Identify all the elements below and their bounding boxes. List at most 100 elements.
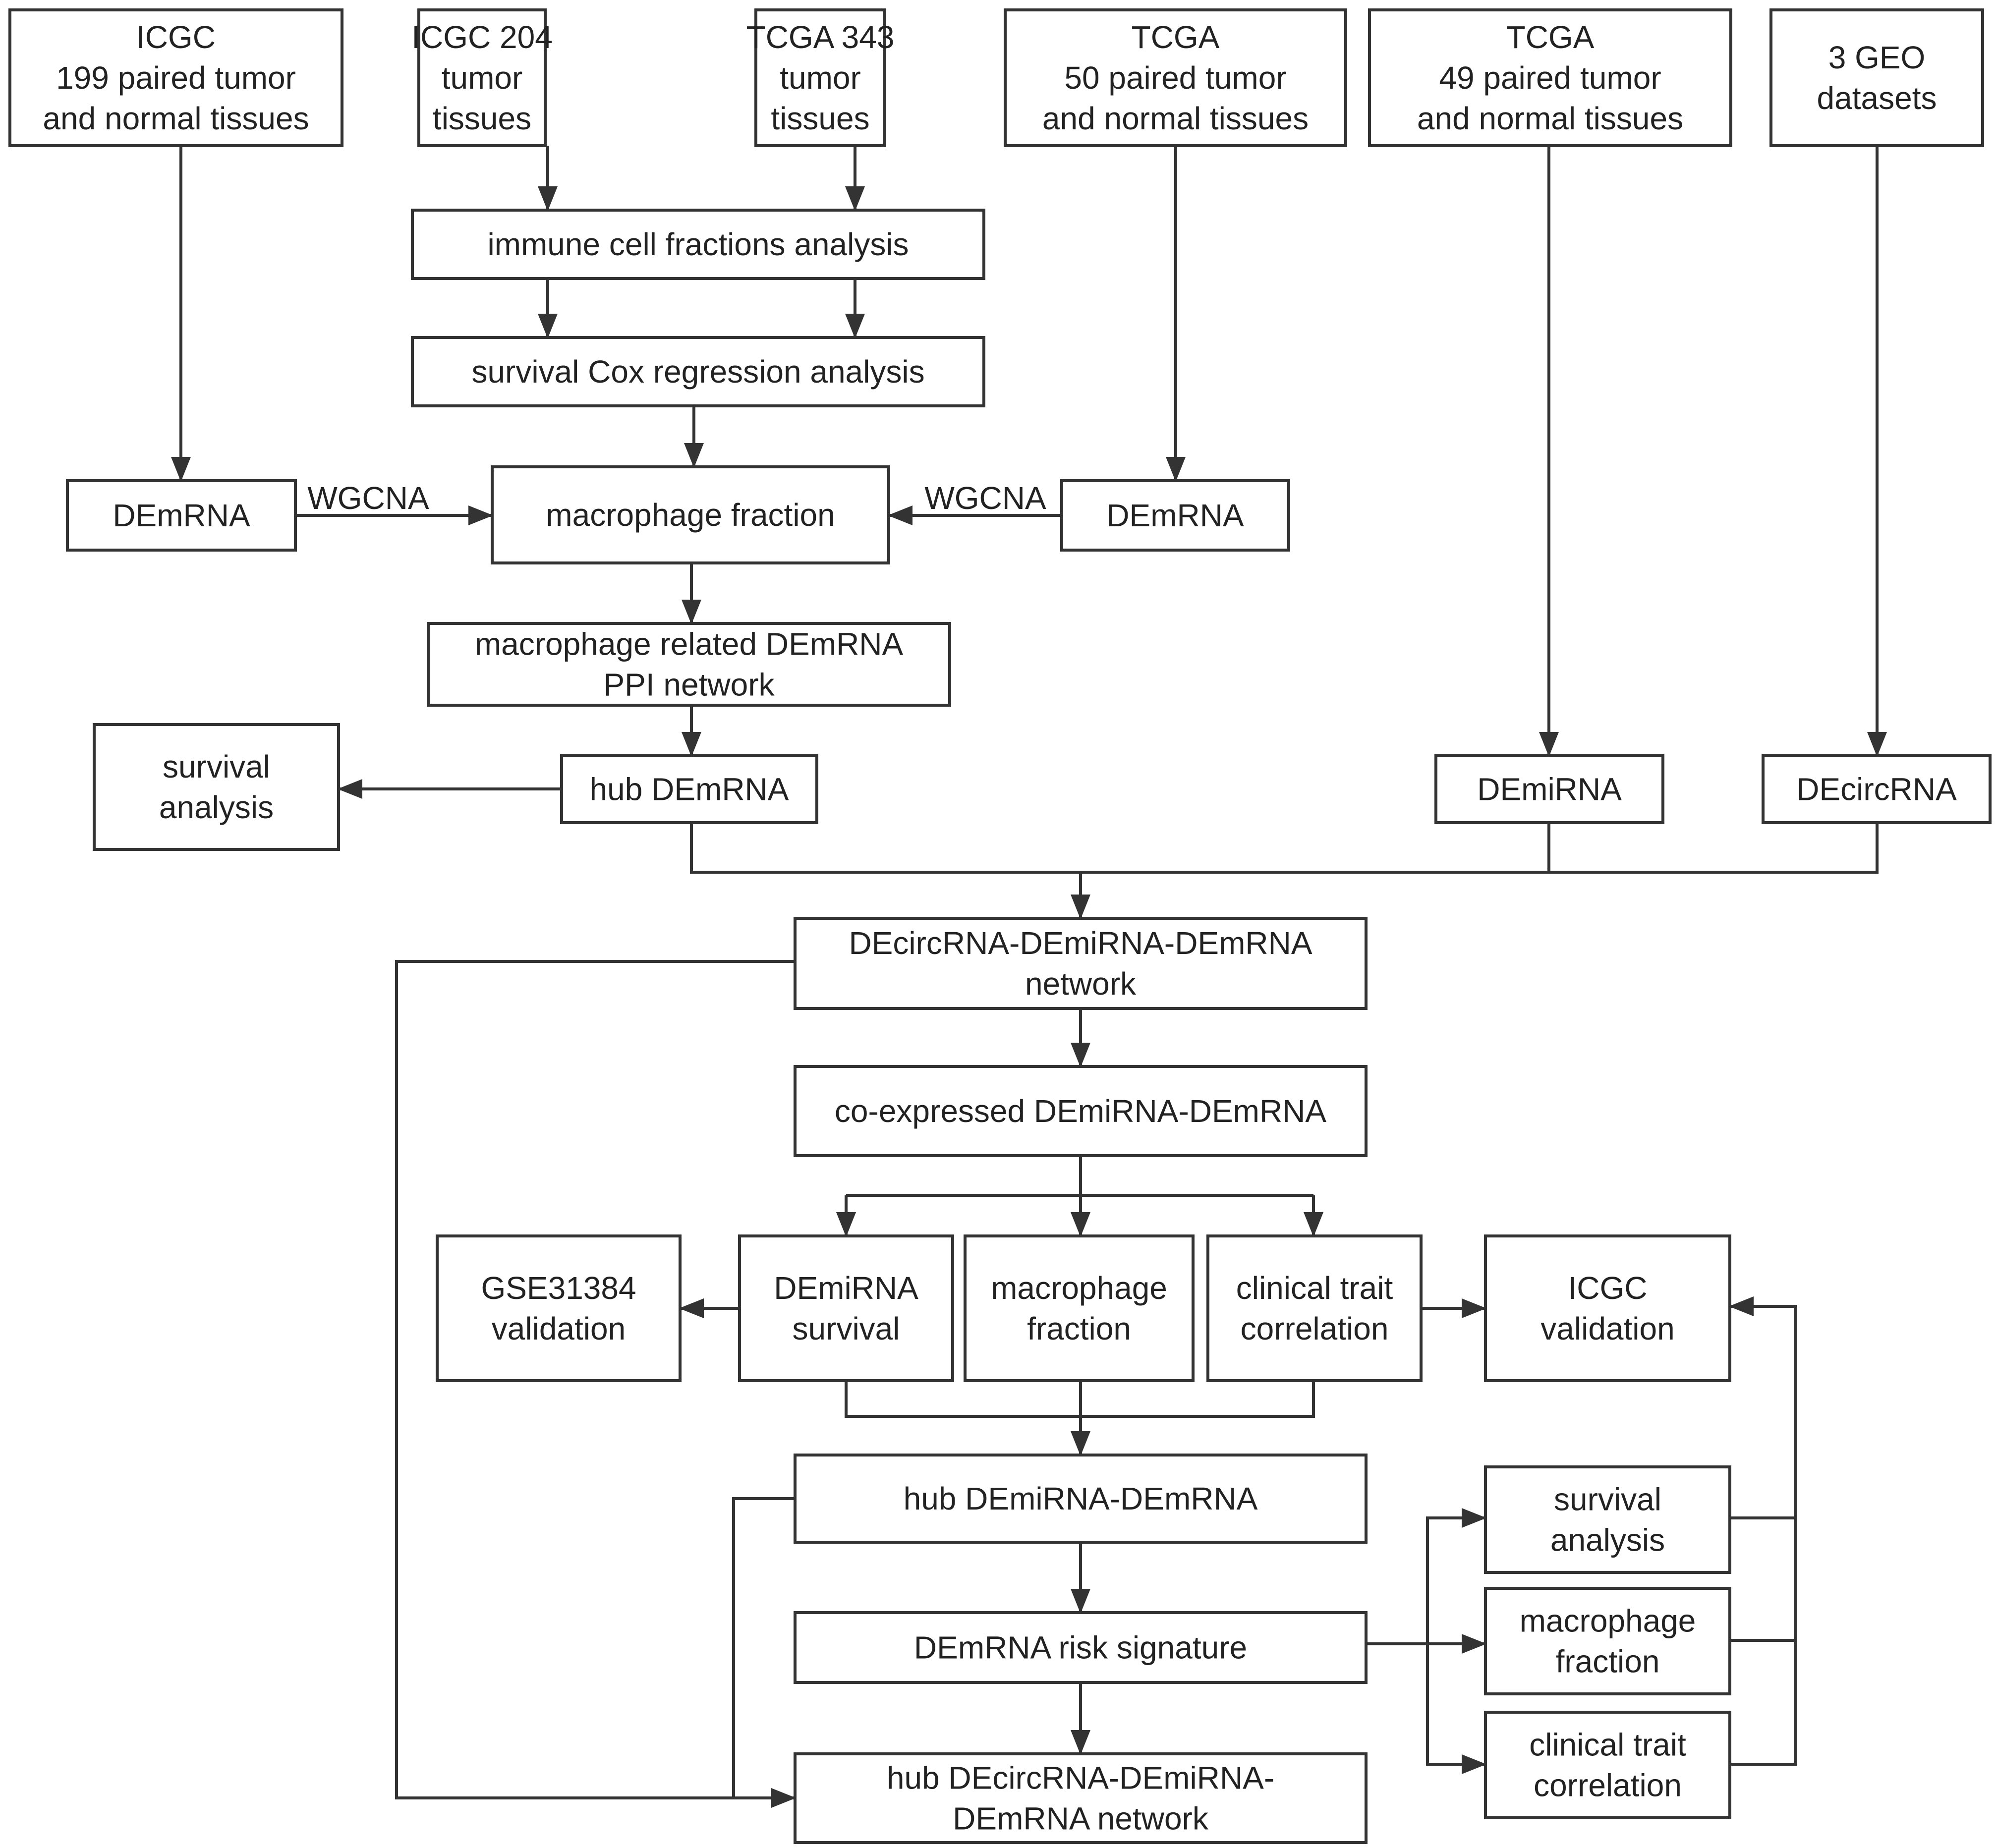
demrna-left-box: DEmRNA — [66, 479, 297, 552]
macrophage-fraction-box-text-line: macrophage fraction — [546, 497, 835, 533]
cox-regression-box-text-line: survival Cox regression analysis — [471, 354, 924, 390]
tcga343-box: TCGA 343 tumor tissues — [746, 8, 895, 147]
tcga49-box-text-line: 49 paired tumor — [1439, 60, 1661, 96]
decircrna-box-text-line: DEcircRNA — [1796, 772, 1957, 807]
survival-analysis-right-box-text-line: analysis — [1550, 1522, 1665, 1558]
tcga50-box-text-line: and normal tissues — [1042, 101, 1309, 136]
macrophage-fraction-mid-box-text-line: macrophage — [991, 1270, 1167, 1306]
clinical-correlation-mid-box: clinical trait correlation — [1206, 1234, 1423, 1382]
wgcna-label-right: WGCNA — [924, 480, 1046, 516]
tcga343-box-frame — [754, 8, 886, 147]
icgc204-box-text-line: tumor — [442, 60, 523, 96]
survival-analysis-right-box-text-line: survival — [1554, 1482, 1661, 1517]
ppi-network-box-text-line: PPI network — [603, 667, 775, 703]
wire-merge-bus — [690, 823, 1879, 874]
icgc199-box-frame — [8, 8, 343, 147]
macrophage-fraction-right-box-frame — [1484, 1587, 1731, 1695]
icgc204-box: ICGC 204 tumor tissues — [411, 8, 553, 147]
cox-regression-box: survival Cox regression analysis — [411, 336, 985, 407]
clinical-correlation-right-box-text-line: clinical trait — [1529, 1727, 1686, 1763]
wire-hub-mi-m-to-hub-network — [732, 1497, 795, 1798]
macrophage-fraction-mid-box: macrophage fraction — [964, 1234, 1195, 1382]
decircrna-box: DEcircRNA — [1762, 754, 1992, 824]
macrophage-fraction-right-box-text-line: macrophage — [1520, 1603, 1696, 1639]
hub-demirna-demrna-box-frame — [794, 1454, 1368, 1544]
cem-network-box: DEcircRNA-DEmiRNA-DEmRNA network — [794, 917, 1368, 1010]
cem-network-box-frame — [794, 917, 1368, 1010]
demirna-survival-box-text-line: survival — [793, 1311, 900, 1346]
geo3-box-frame — [1769, 8, 1984, 147]
icgc199-box: ICGC 199 paired tumor and normal tissues — [8, 8, 343, 147]
risk-signature-box: DEmRNA risk signature — [794, 1611, 1368, 1684]
icgc199-box-text-line: 199 paired tumor — [56, 60, 296, 96]
hub-demrna-box-frame — [560, 754, 818, 824]
cox-regression-box-frame — [411, 336, 985, 407]
survival-analysis-right-box-frame — [1484, 1465, 1731, 1574]
macrophage-fraction-mid-box-frame — [964, 1234, 1195, 1382]
tcga343-box-text-line: tissues — [771, 101, 869, 136]
wire-right-bus-to-icgc — [1729, 1296, 1797, 1766]
icgc204-box-frame — [417, 8, 547, 147]
clinical-correlation-mid-box-text-line: clinical trait — [1236, 1270, 1393, 1306]
geo3-box-text-line: datasets — [1817, 80, 1937, 116]
survival-analysis-right-box: survival analysis — [1484, 1465, 1731, 1574]
hub-demrna-box-text-line: hub DEmRNA — [590, 772, 789, 807]
gse31384-validation-box-text-line: validation — [492, 1311, 626, 1346]
coexpressed-box: co-expressed DEmiRNA-DEmRNA — [794, 1065, 1368, 1157]
survival-analysis-left-box-frame — [93, 723, 340, 851]
demrna-right-box: DEmRNA — [1060, 479, 1290, 552]
geo3-box-text-line: 3 GEO — [1828, 40, 1926, 75]
tcga343-box-text-line: tumor — [780, 60, 861, 96]
decircrna-box-frame — [1762, 754, 1992, 824]
tcga50-box: TCGA 50 paired tumor and normal tissues — [1004, 8, 1347, 147]
demirna-box: DEmiRNA — [1434, 754, 1664, 824]
demirna-survival-box: DEmiRNA survival — [738, 1234, 954, 1382]
tcga50-box-text-line: 50 paired tumor — [1064, 60, 1286, 96]
icgc199-box-text-line: ICGC — [136, 19, 216, 55]
tcga50-box-frame — [1004, 8, 1347, 147]
tcga49-box-text-line: TCGA — [1506, 19, 1595, 55]
wire-risk-to-clinical — [1426, 1644, 1486, 1774]
cem-network-box-text-line: network — [1025, 966, 1137, 1002]
clinical-correlation-right-box-frame — [1484, 1711, 1731, 1819]
hub-demrna-box: hub DEmRNA — [560, 754, 818, 824]
demrna-left-box-frame — [66, 479, 297, 552]
macrophage-fraction-box: macrophage fraction — [491, 465, 890, 564]
icgc204-box-text-line: ICGC 204 — [411, 19, 553, 55]
tcga49-box: TCGA 49 paired tumor and normal tissues — [1368, 8, 1732, 147]
clinical-correlation-right-box-text-line: correlation — [1534, 1768, 1682, 1803]
tcga343-box-text-line: TCGA 343 — [746, 19, 895, 55]
coexpressed-box-frame — [794, 1065, 1368, 1157]
clinical-correlation-right-box: clinical trait correlation — [1484, 1711, 1731, 1819]
demrna-right-box-text-line: DEmRNA — [1106, 498, 1244, 533]
survival-analysis-left-box-text-line: survival — [163, 749, 270, 784]
geo3-box: 3 GEO datasets — [1769, 8, 1984, 147]
risk-signature-box-frame — [794, 1611, 1368, 1684]
hub-network-box-text-line: hub DEcircRNA-DEmiRNA- — [887, 1760, 1274, 1796]
icgc204-box-text-line: tissues — [433, 101, 531, 136]
tcga50-box-text-line: TCGA — [1132, 19, 1220, 55]
demirna-survival-box-text-line: DEmiRNA — [774, 1270, 918, 1306]
immune-fractions-box: immune cell fractions analysis — [411, 209, 985, 280]
ppi-network-box-frame — [427, 622, 951, 707]
tcga49-box-text-line: and normal tissues — [1417, 101, 1683, 136]
demirna-survival-box-frame — [738, 1234, 954, 1382]
cem-network-box-text-line: DEcircRNA-DEmiRNA-DEmRNA — [849, 925, 1312, 961]
hub-network-box: hub DEcircRNA-DEmiRNA-DEmRNA network — [794, 1752, 1368, 1844]
clinical-correlation-mid-box-text-line: correlation — [1241, 1311, 1389, 1346]
edge-labels: WGCNA WGCNA — [307, 480, 1046, 516]
ppi-network-box: macrophage related DEmRNA PPI network — [427, 622, 951, 707]
risk-signature-box-text-line: DEmRNA risk signature — [914, 1630, 1247, 1666]
macrophage-fraction-mid-box-text-line: fraction — [1027, 1311, 1131, 1346]
icgc199-box-text-line: and normal tissues — [43, 101, 309, 136]
survival-analysis-left-box-text-line: analysis — [159, 789, 274, 825]
demrna-right-box-frame — [1060, 479, 1290, 552]
hub-demirna-demrna-box: hub DEmiRNA-DEmRNA — [794, 1454, 1368, 1544]
survival-analysis-left-box: survival analysis — [93, 723, 340, 851]
icgc-validation-box-text-line: ICGC — [1568, 1270, 1648, 1306]
ppi-network-box-text-line: macrophage related DEmRNA — [475, 626, 904, 662]
clinical-correlation-mid-box-frame — [1206, 1234, 1423, 1382]
